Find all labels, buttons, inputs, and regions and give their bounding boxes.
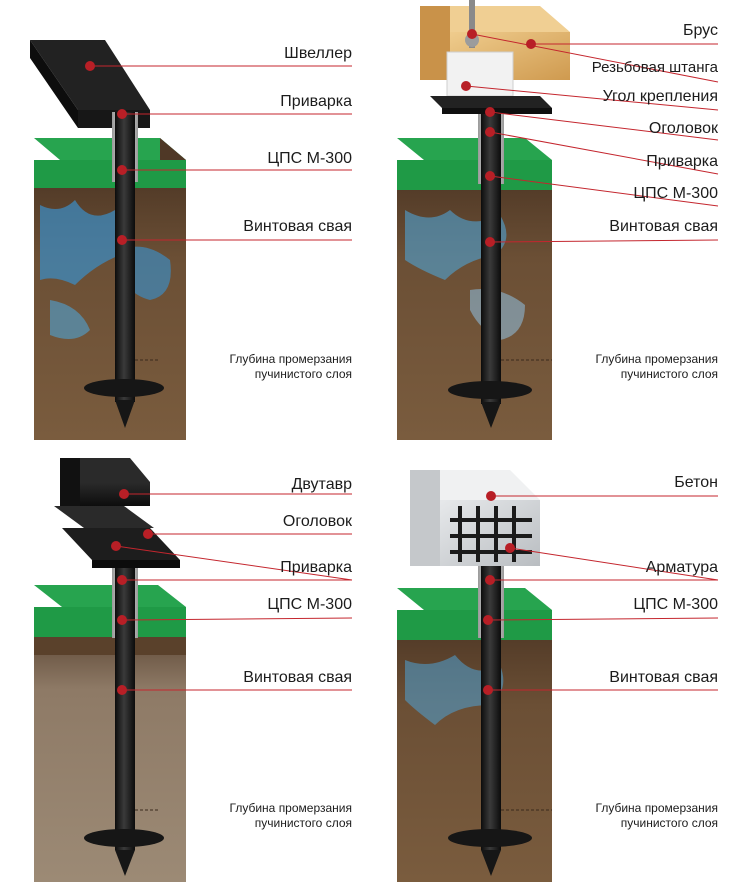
label-rebar: Арматура	[645, 559, 718, 576]
callout-marker	[485, 237, 495, 247]
callout-marker	[526, 39, 536, 49]
label-sleeve: ЦПС М-300	[633, 596, 718, 613]
label-mount-angle: Угол крепления	[602, 88, 718, 105]
callout-marker	[505, 543, 515, 553]
callout-marker	[485, 171, 495, 181]
label-channel: Швеллер	[284, 45, 352, 62]
leader-line	[115, 545, 353, 581]
callout-marker	[483, 615, 493, 625]
label-welding: Приварка	[280, 93, 352, 110]
label-sleeve: ЦПС М-300	[267, 150, 352, 167]
label-screw-pile: Винтовая свая	[609, 218, 718, 235]
concrete-block	[410, 470, 540, 566]
leader-line	[121, 617, 353, 621]
leader-line	[465, 85, 719, 111]
leader-line	[471, 33, 719, 83]
note-frost-depth: Глубина промерзания пучинистого слоя	[596, 352, 718, 382]
panel-bottom-left	[34, 458, 186, 882]
callout-marker	[119, 489, 129, 499]
callout-marker	[486, 491, 496, 501]
screw-pile	[84, 112, 164, 428]
callout-marker	[117, 575, 127, 585]
callout-marker	[111, 541, 121, 551]
panel-top-left	[30, 40, 186, 440]
callout-marker	[485, 127, 495, 137]
label-timber: Брус	[682, 22, 718, 39]
note-line-2: пучинистого слоя	[620, 816, 718, 830]
note-frost-depth: Глубина промерзания пучинистого слоя	[596, 801, 718, 831]
callout-marker	[85, 61, 95, 71]
note-line-2: пучинистого слоя	[254, 816, 352, 830]
leader-line	[489, 111, 719, 141]
leader-lines	[90, 33, 719, 811]
callout-markers	[85, 29, 536, 695]
label-pile-cap: Оголовок	[282, 513, 352, 530]
callout-marker	[117, 685, 127, 695]
note-line-2: пучинистого слоя	[254, 367, 352, 381]
note-line-1: Глубина промерзания	[595, 352, 718, 366]
pile-cap	[430, 96, 552, 114]
callout-marker	[117, 165, 127, 175]
callout-marker	[117, 615, 127, 625]
callout-marker	[143, 529, 153, 539]
callout-marker	[483, 685, 493, 695]
label-pile-cap: Оголовок	[648, 120, 718, 137]
leader-line	[489, 131, 719, 175]
i-beam	[54, 458, 154, 528]
note-frost-depth: Глубина промерзания пучинистого слоя	[230, 801, 352, 831]
label-screw-pile: Винтовая свая	[609, 669, 718, 686]
note-line-1: Глубина промерзания	[229, 801, 352, 815]
note-frost-depth: Глубина промерзания пучинистого слоя	[230, 352, 352, 382]
label-welding: Приварка	[280, 559, 352, 576]
note-line-2: пучинистого слоя	[620, 367, 718, 381]
panel-top-right	[397, 0, 570, 440]
label-threaded-rod: Резьбовая штанга	[591, 59, 718, 76]
panel-bottom-right	[397, 470, 552, 882]
label-screw-pile: Винтовая свая	[243, 218, 352, 235]
leader-line	[487, 617, 719, 621]
rebar-grid	[450, 506, 532, 562]
callout-marker	[117, 109, 127, 119]
note-line-1: Глубина промерзания	[595, 801, 718, 815]
callout-marker	[485, 107, 495, 117]
label-sleeve: ЦПС М-300	[633, 185, 718, 202]
label-sleeve: ЦПС М-300	[267, 596, 352, 613]
label-screw-pile: Винтовая свая	[243, 669, 352, 686]
label-i-beam: Двутавр	[291, 476, 352, 493]
soil-block	[34, 138, 186, 440]
note-line-1: Глубина промерзания	[229, 352, 352, 366]
callout-marker	[117, 235, 127, 245]
leader-line	[509, 547, 719, 581]
callout-marker	[461, 81, 471, 91]
leader-line	[489, 175, 719, 207]
leader-line	[489, 239, 719, 243]
callout-marker	[467, 29, 477, 39]
label-welding: Приварка	[646, 153, 718, 170]
label-concrete: Бетон	[674, 474, 718, 491]
screw-pile	[84, 568, 164, 876]
callout-marker	[485, 575, 495, 585]
